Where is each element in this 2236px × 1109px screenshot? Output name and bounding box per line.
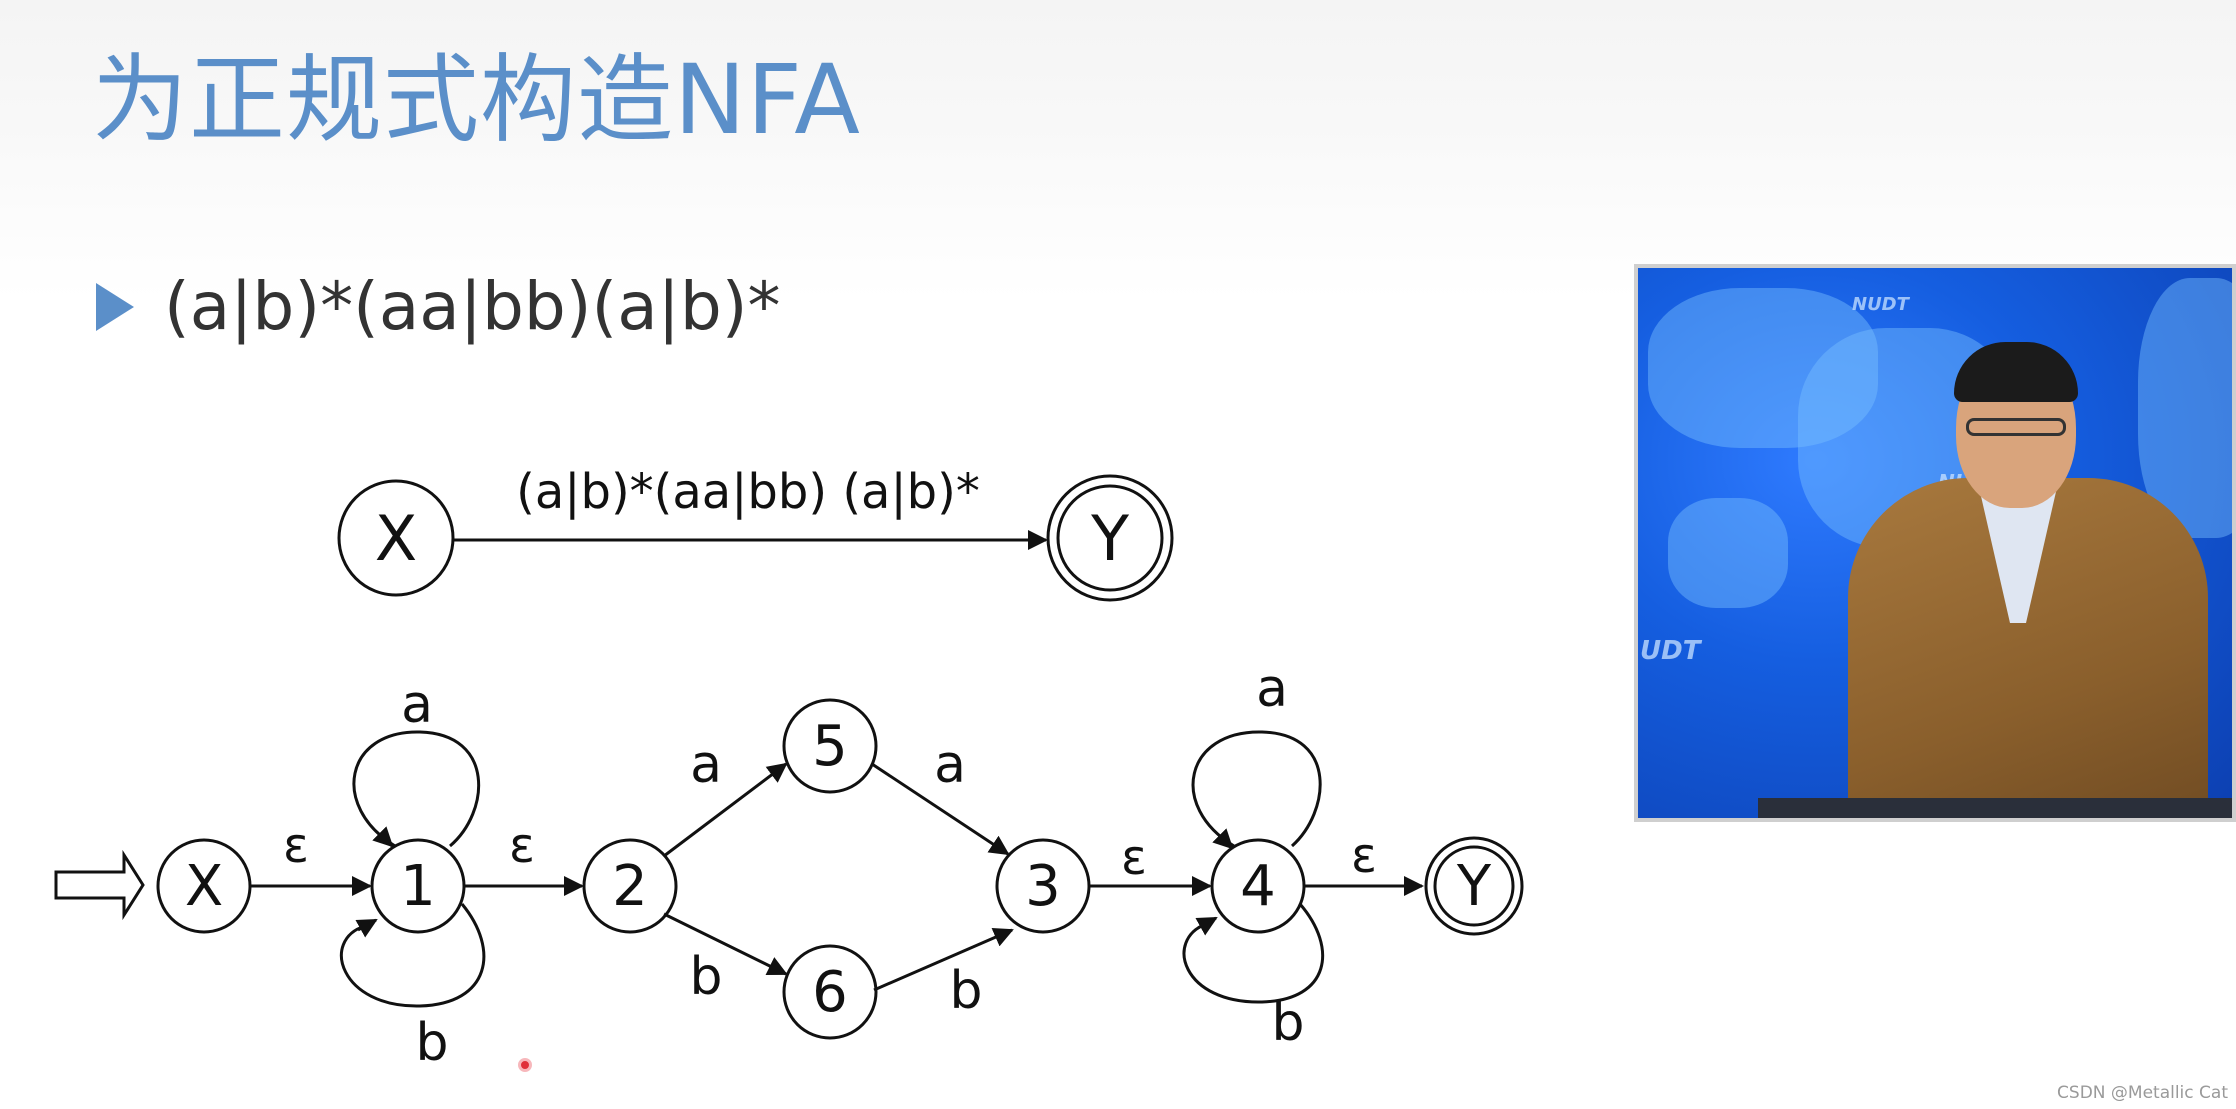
edge-6-3 xyxy=(874,930,1012,990)
state-3-label: 3 xyxy=(1025,854,1061,919)
start-arrow-icon xyxy=(56,855,143,915)
edge-6-3-label: b xyxy=(949,961,982,1021)
edge-4-loop-b-arrow xyxy=(1198,918,1216,928)
edge-2-5-label: a xyxy=(690,735,722,795)
edge-4-y-label: ε xyxy=(1351,828,1377,884)
pointer-dot-icon xyxy=(518,1058,532,1072)
edge-x-1-label: ε xyxy=(283,818,309,874)
edge-1-loop-a-arrow xyxy=(380,834,392,846)
edge-4-loop-b-label: b xyxy=(1271,993,1304,1053)
edge-1-loop-b xyxy=(341,904,483,1006)
edge-1-loop-a-label: a xyxy=(401,675,433,735)
state-4-label: 4 xyxy=(1240,854,1276,919)
edge-4-loop-a-label: a xyxy=(1256,659,1288,719)
video-logo-1: NUDT xyxy=(1852,294,1909,315)
edge-3-4-label: ε xyxy=(1121,830,1147,886)
top-edge-label: (a|b)*(aa|bb) (a|b)* xyxy=(516,464,980,520)
edge-4-loop-a xyxy=(1193,732,1320,846)
map-shape xyxy=(1668,498,1788,608)
edge-1-loop-b-label: b xyxy=(415,1013,448,1073)
state-6-label: 6 xyxy=(812,960,848,1025)
state-5-label: 5 xyxy=(812,714,848,779)
podium xyxy=(1758,798,2236,822)
edge-2-6-label: b xyxy=(689,947,722,1007)
state-y-label: Y xyxy=(1456,854,1492,919)
top-state-y-label: Y xyxy=(1090,502,1129,575)
video-logo-3: UDT xyxy=(1640,636,1700,666)
watermark: CSDN @Metallic Cat xyxy=(2057,1083,2228,1103)
state-2-label: 2 xyxy=(612,854,648,919)
bottom-nfa: X 1 2 5 6 3 4 Y ε a xyxy=(56,659,1522,1073)
state-1-label: 1 xyxy=(400,854,436,919)
edge-1-2-label: ε xyxy=(509,818,535,874)
state-x-label: X xyxy=(185,854,223,919)
top-state-x-label: X xyxy=(375,502,417,575)
edge-1-loop-a xyxy=(354,732,479,846)
edge-1-loop-b-arrow xyxy=(358,920,376,930)
lecturer-video[interactable]: NUDT NU UDT xyxy=(1634,264,2236,822)
edge-2-6 xyxy=(664,914,786,974)
edge-5-3-label: a xyxy=(934,735,966,795)
presenter-glasses xyxy=(1966,418,2066,436)
top-nfa: X Y (a|b)*(aa|bb) (a|b)* xyxy=(339,464,1172,600)
edge-2-5 xyxy=(664,764,786,856)
